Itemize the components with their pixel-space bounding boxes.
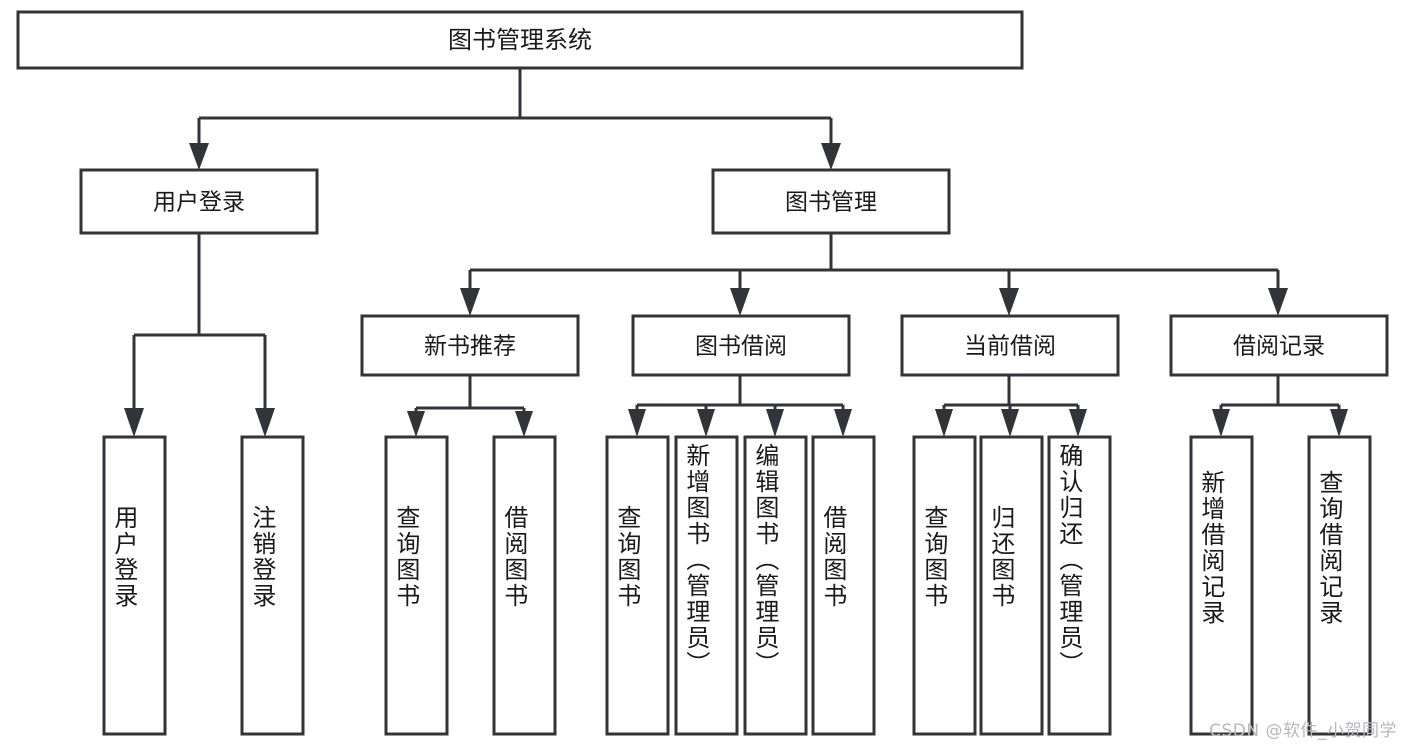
leaf-box-query-book-2[interactable] [605,435,670,736]
leaf-box-user-login[interactable] [102,435,167,736]
arrow-head-leaf-confirm-return [1069,409,1087,437]
arrow-head-leaf-query-book-2 [628,409,646,437]
connector-group-current-borrow [935,375,1087,437]
leaf-box-edit-book[interactable] [743,435,808,736]
arrow-head-user-login [189,143,209,170]
node-current-borrow-label: 当前借阅 [964,334,1056,360]
arrow-head-book-management [821,143,841,170]
node-new-book-recommend[interactable]: 新书推荐 [360,314,580,377]
arrow-head-leaf-query-record [1330,409,1348,437]
node-book-management[interactable]: 图书管理 [711,168,951,235]
node-user-login-label: 用户登录 [153,190,245,216]
arrow-head-leaf-logout-login [255,408,275,437]
watermark-text: CSDN @软件_小贺同学 [1209,721,1397,741]
leaf-box-query-book-1[interactable] [384,435,449,736]
arrow-head-leaf-borrow-book-1 [515,411,533,437]
leaf-box-return-book[interactable] [979,435,1044,736]
node-new-book-recommend-label: 新书推荐 [424,334,516,360]
leaf-box-query-book-3[interactable] [912,435,977,736]
leaf-box-add-book[interactable] [674,435,739,736]
arrow-head-leaf-return-book [1001,409,1019,437]
leaf-box-add-record[interactable] [1189,435,1254,736]
arrow-head-leaf-add-record [1212,409,1230,437]
arrow-head-leaf-add-book [697,409,715,437]
node-root-box[interactable] [16,10,1024,70]
arrow-head-leaf-borrow-book-2 [834,409,852,437]
connector-group-borrow-record [1212,375,1348,437]
connector-group-root [189,68,841,170]
node-borrow-record[interactable]: 借阅记录 [1169,314,1389,377]
connector-group-book-management [460,233,1288,316]
node-current-borrow-box[interactable] [900,314,1120,377]
arrow-head-leaf-edit-book [766,409,784,437]
node-root[interactable]: 图书管理系统 [16,10,1024,70]
node-borrow-record-label: 借阅记录 [1233,334,1325,360]
node-book-borrow[interactable]: 图书借阅 [631,314,851,377]
arrow-head-leaf-query-book-3 [935,409,953,437]
node-borrow-record-box[interactable] [1169,314,1389,377]
connector-group-book-borrow [628,375,852,437]
arrow-head-leaf-user-login [124,408,144,437]
node-book-borrow-box[interactable] [631,314,851,377]
arrow-head-borrow-record [1268,288,1288,316]
arrow-head-leaf-query-book-1 [407,411,425,437]
leaf-box-borrow-book-2[interactable] [811,435,876,736]
node-current-borrow[interactable]: 当前借阅 [900,314,1120,377]
node-user-login[interactable]: 用户登录 [79,168,319,235]
leaf-node-group [102,435,1372,736]
arrow-head-new-book-recommend [460,288,480,316]
leaf-box-confirm-return[interactable] [1047,435,1112,736]
node-root-label: 图书管理系统 [448,26,592,54]
leaf-box-query-record[interactable] [1307,435,1372,736]
node-user-login-box[interactable] [79,168,319,235]
connector-group-user-login [124,233,275,437]
node-book-management-label: 图书管理 [785,190,877,216]
node-book-borrow-label: 图书借阅 [695,334,787,360]
leaf-box-logout-login[interactable] [240,435,305,736]
node-book-management-box[interactable] [711,168,951,235]
connector-group-new-book-recommend [407,375,533,437]
arrow-head-book-borrow [730,288,750,316]
node-new-book-recommend-box[interactable] [360,314,580,377]
leaf-box-borrow-book-1[interactable] [492,435,557,736]
arrow-head-current-borrow [999,288,1019,316]
